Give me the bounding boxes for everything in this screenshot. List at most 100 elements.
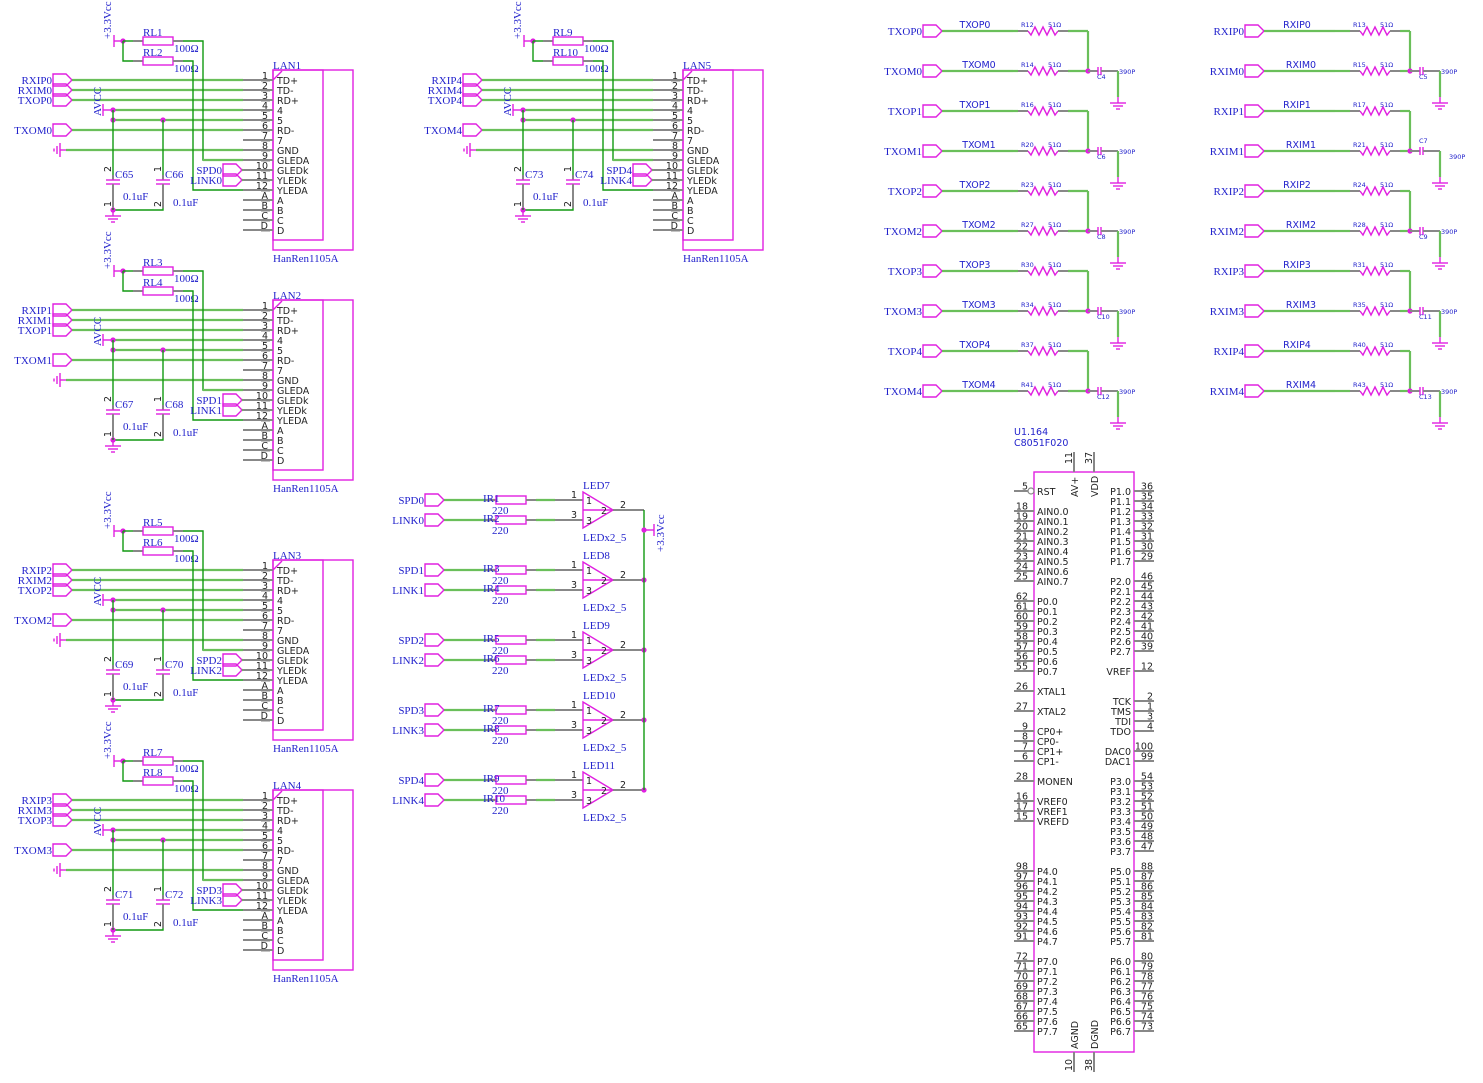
connector-pin-name: C: [277, 936, 284, 947]
port-rxim0[interactable]: RXIM0: [1210, 64, 1265, 78]
port-txom2[interactable]: TXOM2: [14, 613, 73, 627]
connector-pin-number: 12: [256, 181, 268, 192]
connector-ref: LAN5: [683, 60, 712, 72]
port-txop2[interactable]: TXOP2: [888, 184, 943, 198]
port-rxim2[interactable]: RXIM2: [1210, 224, 1265, 238]
port-arrow-icon: [424, 493, 445, 507]
port-txom0[interactable]: TXOM0: [884, 64, 943, 78]
connector-pin-name: RD+: [277, 586, 299, 597]
port-link3[interactable]: LINK3: [392, 723, 445, 737]
port-link2[interactable]: LINK2: [190, 663, 243, 677]
port-link1[interactable]: LINK1: [190, 403, 243, 417]
resistor-value: 51Ω: [1380, 21, 1393, 29]
mcu-pin-number: 96: [1016, 882, 1028, 893]
port-spd1[interactable]: SPD1: [398, 563, 445, 577]
port-txop0[interactable]: TXOP0: [18, 93, 73, 107]
mcu-pin-number: 77: [1141, 982, 1153, 993]
port-rxim1[interactable]: RXIM1: [1210, 144, 1265, 158]
led-inner-pin: 3: [586, 516, 592, 527]
port-txop0[interactable]: TXOP0: [888, 24, 943, 38]
port-rxip4[interactable]: RXIP4: [1213, 344, 1265, 358]
port-rxim4[interactable]: RXIM4: [1210, 384, 1265, 398]
resistor-ref: R12: [1021, 21, 1034, 29]
mcu-pin-name: P4.2: [1037, 887, 1058, 898]
port-link4[interactable]: LINK4: [392, 793, 445, 807]
cap-value: 390P: [1119, 308, 1135, 316]
mcu-pin-number: 7: [1022, 742, 1028, 753]
port-txom1[interactable]: TXOM1: [14, 353, 73, 367]
port-txom0[interactable]: TXOM0: [14, 123, 73, 137]
mcu-pin-number: 30: [1141, 542, 1153, 553]
port-txop4[interactable]: TXOP4: [428, 93, 483, 107]
port-rxip3[interactable]: RXIP3: [1213, 264, 1265, 278]
resistor-ref: R28: [1353, 221, 1366, 229]
port-label: RXIP3: [1213, 266, 1244, 278]
port-txop4[interactable]: TXOP4: [888, 344, 943, 358]
mcu-pin-name: P5.0: [1110, 867, 1131, 878]
mcu-pin-name: CP1+: [1037, 747, 1063, 758]
led-inner-pin: 2: [601, 716, 607, 727]
port-txom1[interactable]: TXOM1: [884, 144, 943, 158]
cap-ref: C13: [1419, 393, 1432, 401]
mcu-pin-number: 12: [1141, 662, 1153, 673]
port-spd4[interactable]: SPD4: [398, 773, 445, 787]
port-link0[interactable]: LINK0: [392, 513, 445, 527]
port-txop1[interactable]: TXOP1: [18, 323, 73, 337]
port-txom2[interactable]: TXOM2: [884, 224, 943, 238]
port-link1[interactable]: LINK1: [392, 583, 445, 597]
mcu-pin-number: 87: [1141, 872, 1153, 883]
resistor-rl8: [133, 776, 183, 786]
port-arrow-icon: [922, 24, 943, 38]
port-txop3[interactable]: TXOP3: [18, 813, 73, 827]
port-spd3[interactable]: SPD3: [398, 703, 445, 717]
port-label: TXOM1: [884, 146, 922, 158]
mcu-pin-number: 100: [1135, 742, 1153, 753]
port-link4[interactable]: LINK4: [600, 173, 653, 187]
port-txom3[interactable]: TXOM3: [14, 843, 73, 857]
mcu-pin-number: 32: [1141, 522, 1153, 533]
mcu-pin-name: DAC1: [1105, 757, 1131, 768]
led-ref: LED8: [583, 550, 610, 562]
resistor-r13: [1350, 25, 1400, 37]
mcu-pin-name: DAC0: [1105, 747, 1131, 758]
mcu-pin-number: 6: [1022, 752, 1028, 763]
resistor-value: 100Ω: [584, 43, 609, 55]
port-txom3[interactable]: TXOM3: [884, 304, 943, 318]
port-spd2[interactable]: SPD2: [398, 633, 445, 647]
mcu-pin-name: VREFD: [1037, 817, 1069, 828]
resistor-ref: RL9: [553, 27, 573, 39]
port-arrow-icon: [424, 513, 445, 527]
port-txop3[interactable]: TXOP3: [888, 264, 943, 278]
connector-pin-number: 10: [256, 391, 268, 402]
resistor-ref: R40: [1353, 341, 1366, 349]
port-txom4[interactable]: TXOM4: [424, 123, 483, 137]
connector-pin-name: 4: [277, 336, 283, 347]
port-spd0[interactable]: SPD0: [398, 493, 445, 507]
led-ref: LED7: [583, 480, 610, 492]
port-txop1[interactable]: TXOP1: [888, 104, 943, 118]
resistor-r14: [1018, 65, 1068, 77]
port-rxim3[interactable]: RXIM3: [1210, 304, 1265, 318]
port-rxip2[interactable]: RXIP2: [1213, 184, 1265, 198]
resistor-body: [495, 725, 527, 735]
resistor-zigzag: [1359, 265, 1391, 277]
connector-pin-number: B: [261, 921, 268, 932]
port-txop2[interactable]: TXOP2: [18, 583, 73, 597]
connector-part: HanRen1105A: [273, 253, 339, 265]
port-rxip1[interactable]: RXIP1: [1213, 104, 1265, 118]
led-pin-number: 2: [620, 780, 626, 791]
connector-pin-name: A: [277, 196, 284, 207]
mcu-pin-number: 17: [1016, 802, 1028, 813]
mcu-pin-name: CP0-: [1037, 737, 1059, 748]
mcu-pin-number: 54: [1141, 772, 1153, 783]
mcu-pin-name: P0.1: [1037, 607, 1058, 618]
port-link3[interactable]: LINK3: [190, 893, 243, 907]
port-arrow-icon: [922, 184, 943, 198]
port-link2[interactable]: LINK2: [392, 653, 445, 667]
port-rxip0[interactable]: RXIP0: [1213, 24, 1265, 38]
resistor-zigzag: [1027, 385, 1059, 397]
port-txom4[interactable]: TXOM4: [884, 384, 943, 398]
port-link0[interactable]: LINK0: [190, 173, 243, 187]
resistor-body: [495, 705, 527, 715]
mcu-pin-name: P3.0: [1110, 777, 1131, 788]
